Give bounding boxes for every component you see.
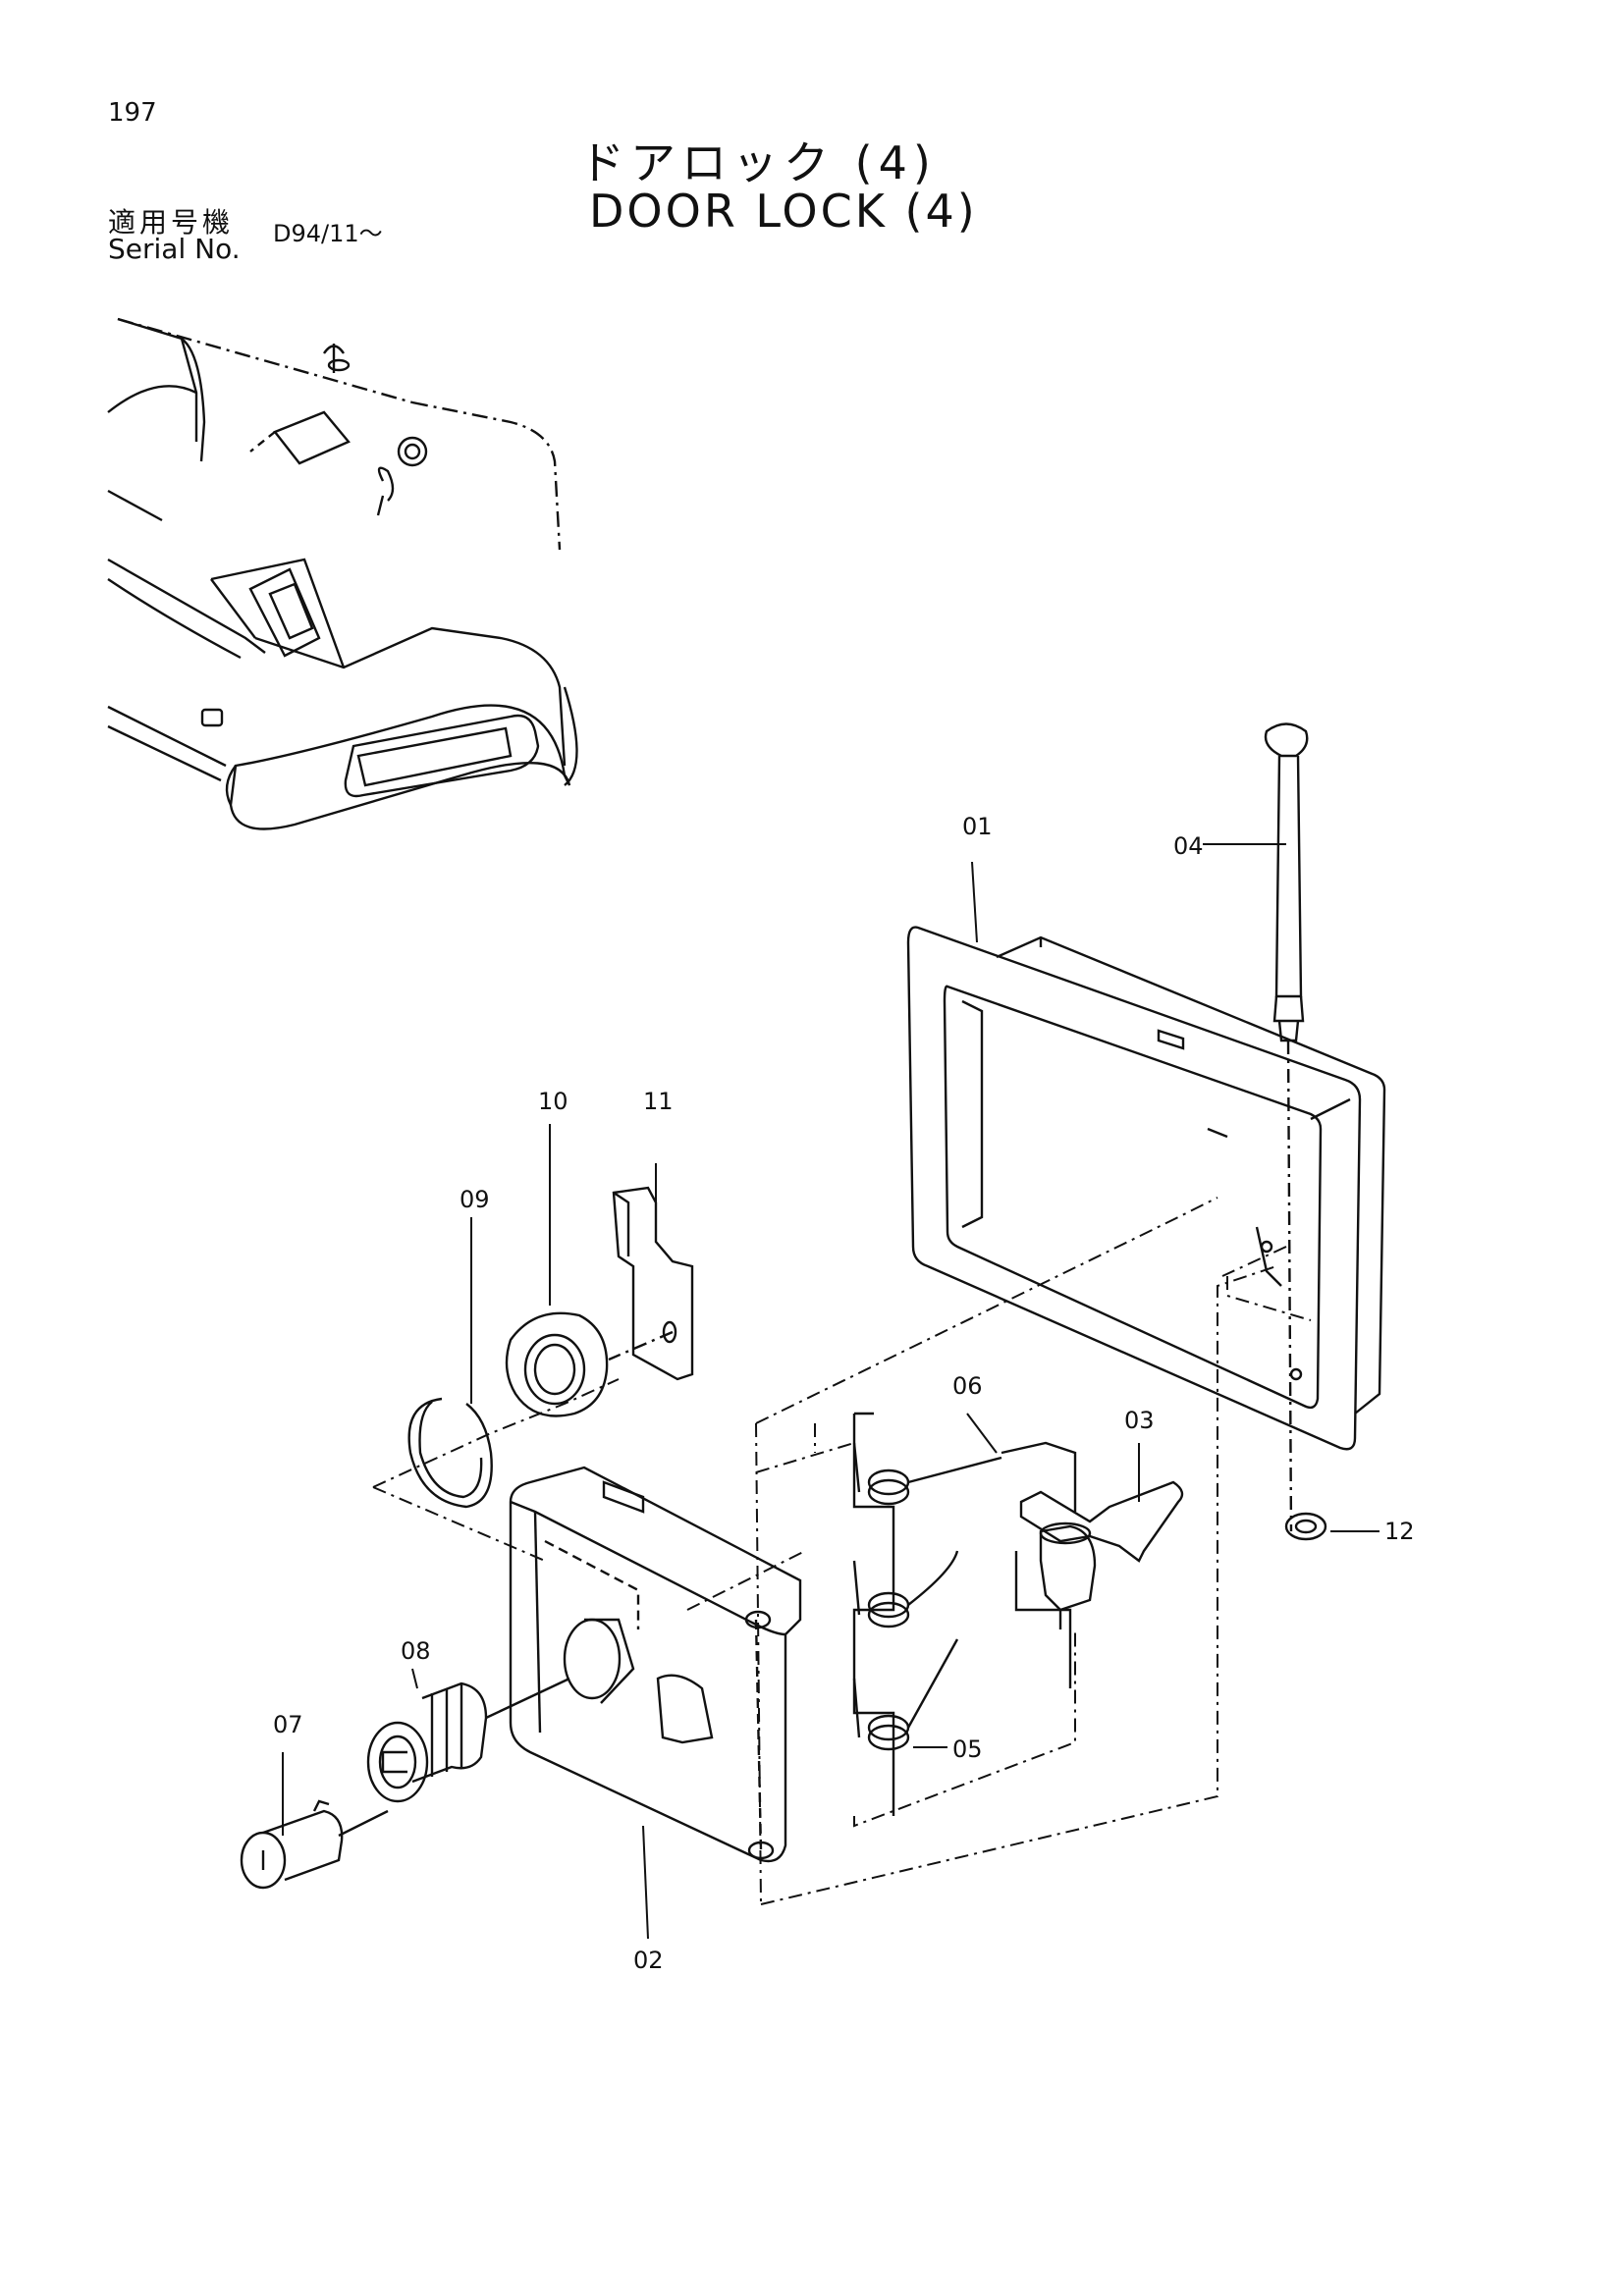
parts-springs-and-lever [852, 1412, 1184, 1816]
leader-lines [282, 843, 1380, 1940]
serial-label-english: Serial No. [108, 233, 241, 265]
label-part-10: 10 [538, 1088, 568, 1115]
label-part-12: 12 [1384, 1518, 1415, 1545]
title-english: DOOR LOCK (4) [589, 185, 978, 238]
label-part-09: 09 [460, 1186, 490, 1213]
serial-label-japanese: 適用号機 [108, 206, 235, 239]
part-12-e-ring [1284, 1512, 1327, 1541]
label-part-01: 01 [962, 813, 993, 840]
label-part-11: 11 [643, 1088, 674, 1115]
part-labels: 01 04 11 10 09 06 03 12 05 08 07 02 [273, 813, 1415, 1974]
label-part-03: 03 [1124, 1407, 1155, 1434]
title-japanese: ドアロック (4) [579, 136, 937, 189]
page-number: 197 [108, 98, 157, 128]
serial-value: D94/11～ [273, 220, 383, 247]
part-07-key-cylinder [240, 1799, 389, 1890]
label-part-08: 08 [401, 1637, 431, 1665]
part-02-lock-housing [509, 1466, 802, 1863]
part-01-door-frame [906, 926, 1386, 1451]
part-09-snap-ring [407, 1397, 493, 1509]
label-part-06: 06 [952, 1372, 983, 1400]
label-part-02: 02 [633, 1947, 664, 1974]
label-part-05: 05 [952, 1735, 983, 1763]
part-10-nut [505, 1311, 609, 1417]
part-11-plate [608, 1186, 694, 1381]
machine-overview-inset [107, 317, 578, 830]
part-04-pin [1264, 722, 1309, 1532]
label-part-07: 07 [273, 1711, 303, 1738]
label-part-04: 04 [1173, 832, 1204, 860]
part-08-bushing [366, 1677, 570, 1803]
assembly-guide-lines [372, 1197, 1312, 1905]
